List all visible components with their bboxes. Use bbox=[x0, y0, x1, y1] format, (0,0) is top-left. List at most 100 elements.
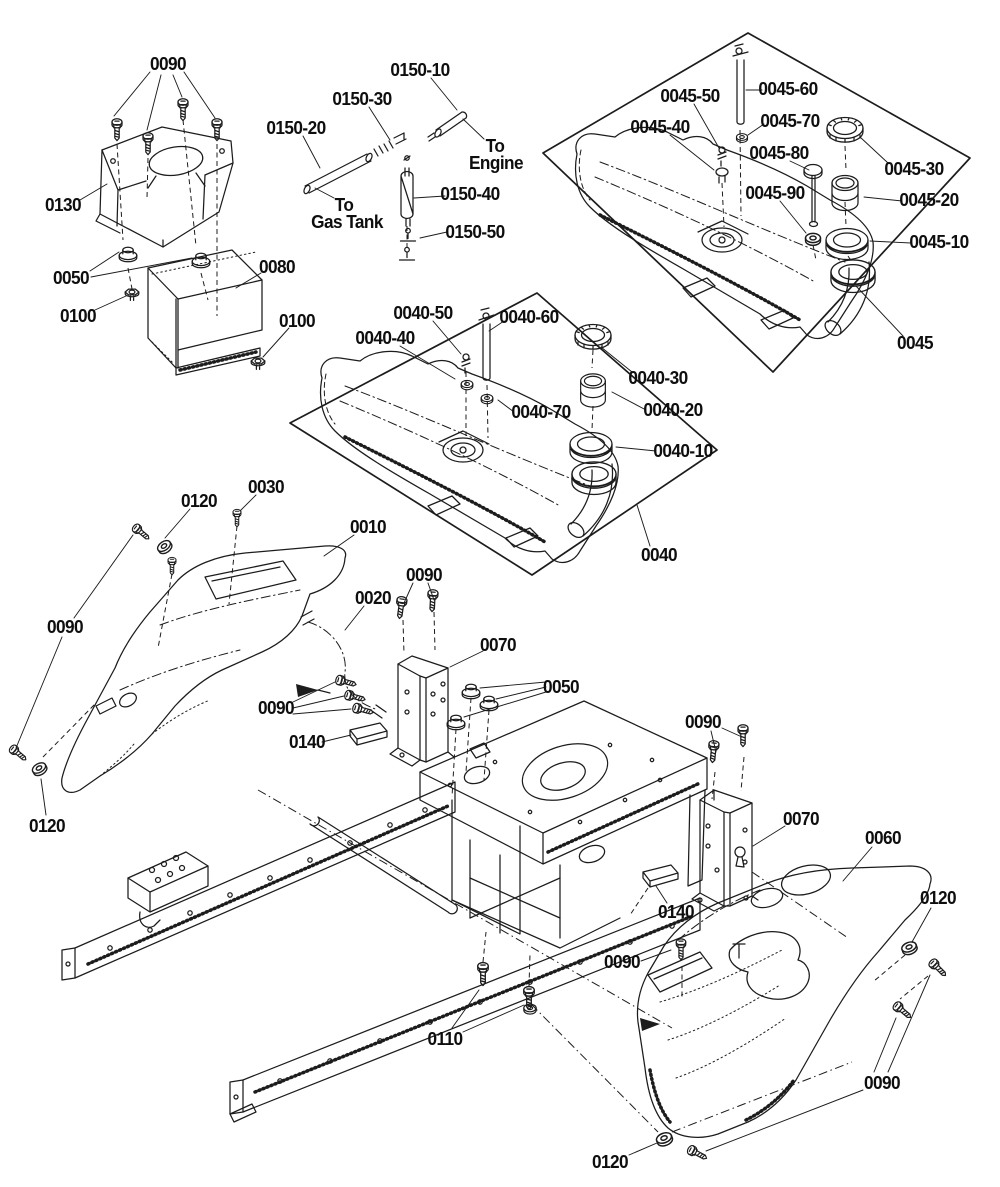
callout-0090: 0090 bbox=[863, 1072, 901, 1093]
washer-icon bbox=[154, 537, 175, 557]
fuel-tank-assembly-0040 bbox=[289, 292, 718, 576]
grommet-icon bbox=[479, 695, 499, 712]
callout-0045-40: 0045-40 bbox=[630, 116, 690, 137]
callout-0120: 0120 bbox=[180, 490, 218, 511]
grommet-icon bbox=[446, 714, 466, 731]
washer-icon bbox=[29, 759, 50, 779]
bolt-icon bbox=[111, 118, 123, 142]
callout-0040-20: 0040-20 bbox=[643, 399, 703, 420]
bolts-0090-right bbox=[675, 724, 749, 961]
callout-0150-20: 0150-20 bbox=[266, 117, 326, 138]
callout-0090: 0090 bbox=[405, 564, 443, 585]
bolt-icon bbox=[177, 98, 189, 122]
screw-icon bbox=[167, 556, 177, 576]
bolt-icon bbox=[334, 674, 358, 690]
washer-icon bbox=[460, 379, 474, 391]
bolt-icon bbox=[926, 956, 950, 980]
bolt-icon bbox=[130, 522, 153, 543]
callout-0150-30: 0150-30 bbox=[332, 88, 392, 109]
bolts-0090-topleft bbox=[111, 98, 223, 156]
callout-0040-40: 0040-40 bbox=[355, 327, 415, 348]
bolt-icon bbox=[890, 999, 915, 1022]
bolt-icon bbox=[7, 743, 30, 764]
flange-nuts-0100 bbox=[124, 288, 266, 371]
fuel-line-0150 bbox=[303, 111, 468, 261]
callout-0150-50: 0150-50 bbox=[445, 221, 505, 242]
callout-0050: 0050 bbox=[542, 676, 580, 697]
callout-0120: 0120 bbox=[919, 887, 957, 908]
mount-bracket-0070-right bbox=[691, 789, 759, 912]
label-to-engine-line1: To bbox=[485, 135, 505, 156]
switch-panel-plate bbox=[127, 851, 209, 928]
left-fender-0010 bbox=[61, 545, 347, 793]
callout-0140: 0140 bbox=[288, 731, 326, 752]
screw-icon-0030 bbox=[232, 508, 242, 528]
bumper-0140-right bbox=[642, 864, 679, 888]
washer-icon-0120 bbox=[899, 939, 920, 958]
fasteners-left-fender bbox=[7, 508, 242, 779]
engine-mount-bracket-0130 bbox=[95, 126, 234, 248]
callout-0120: 0120 bbox=[591, 1151, 629, 1172]
callout-0090: 0090 bbox=[603, 951, 641, 972]
filler-parts-0040 bbox=[460, 307, 613, 465]
fuel-cap-0045-30 bbox=[826, 116, 864, 143]
grommet-icon bbox=[461, 683, 481, 700]
right-fender-0060 bbox=[636, 864, 932, 1138]
fuel-tank-assembly-0045 bbox=[542, 32, 971, 373]
callout-0040-10: 0040-10 bbox=[653, 440, 713, 461]
callout-0090: 0090 bbox=[149, 53, 187, 74]
callout-0045-50: 0045-50 bbox=[660, 85, 720, 106]
nut-icon bbox=[124, 288, 140, 302]
callout-0040-30: 0040-30 bbox=[628, 367, 688, 388]
callout-0070: 0070 bbox=[479, 634, 517, 655]
callout-0045-60: 0045-60 bbox=[758, 78, 818, 99]
nut-icon bbox=[250, 357, 266, 371]
washer-icon bbox=[804, 232, 822, 247]
bolt-icon bbox=[343, 689, 367, 705]
bumper-0140-left bbox=[349, 722, 388, 746]
filler-bezel-0045-10 bbox=[825, 227, 869, 261]
callout-0130: 0130 bbox=[44, 194, 82, 215]
filler-parts-0045 bbox=[715, 43, 869, 261]
callout-0010: 0010 bbox=[349, 516, 387, 537]
callout-0045-90: 0045-90 bbox=[745, 182, 805, 203]
callout-0045-80: 0045-80 bbox=[749, 142, 809, 163]
callout-0090: 0090 bbox=[46, 616, 84, 637]
callout-0080: 0080 bbox=[258, 256, 296, 277]
callout-0090: 0090 bbox=[684, 711, 722, 732]
grommets-0050-center bbox=[446, 683, 499, 731]
bolt-icon bbox=[351, 702, 375, 718]
callout-0045-30: 0045-30 bbox=[884, 158, 944, 179]
bolt-icon bbox=[142, 132, 154, 156]
callout-0040-70: 0040-70 bbox=[511, 401, 571, 422]
bolt-icon bbox=[706, 739, 720, 764]
bolt-icon bbox=[426, 588, 439, 613]
bolt-icon bbox=[477, 961, 489, 987]
filler-bezel-0040-10 bbox=[569, 431, 613, 465]
callout-0070: 0070 bbox=[782, 808, 820, 829]
harness-0020 bbox=[300, 610, 387, 719]
label-to-engine-line2: Engine bbox=[468, 152, 524, 173]
callout-0060: 0060 bbox=[864, 827, 902, 848]
washer-icon bbox=[735, 133, 749, 143]
alignment-lines bbox=[257, 789, 853, 1133]
washer-icon-0120 bbox=[654, 1130, 675, 1149]
bolt-icon bbox=[675, 938, 687, 961]
callout-0045: 0045 bbox=[896, 332, 934, 353]
callout-0045-10: 0045-10 bbox=[909, 231, 969, 252]
bolt-icon bbox=[685, 1143, 710, 1164]
callout-0020: 0020 bbox=[354, 587, 392, 608]
frame-assembly bbox=[61, 700, 708, 1123]
callout-0110: 0110 bbox=[427, 1028, 463, 1049]
callout-0090: 0090 bbox=[257, 697, 295, 718]
hose-clamp-icon bbox=[399, 227, 417, 242]
grommet-icon bbox=[118, 246, 138, 263]
callout-0045-20: 0045-20 bbox=[899, 189, 959, 210]
callout-0030: 0030 bbox=[247, 476, 285, 497]
callout-0100: 0100 bbox=[278, 310, 316, 331]
callout-0120: 0120 bbox=[28, 815, 66, 836]
mount-bracket-0070-left bbox=[389, 655, 455, 767]
callout-0050: 0050 bbox=[52, 267, 90, 288]
